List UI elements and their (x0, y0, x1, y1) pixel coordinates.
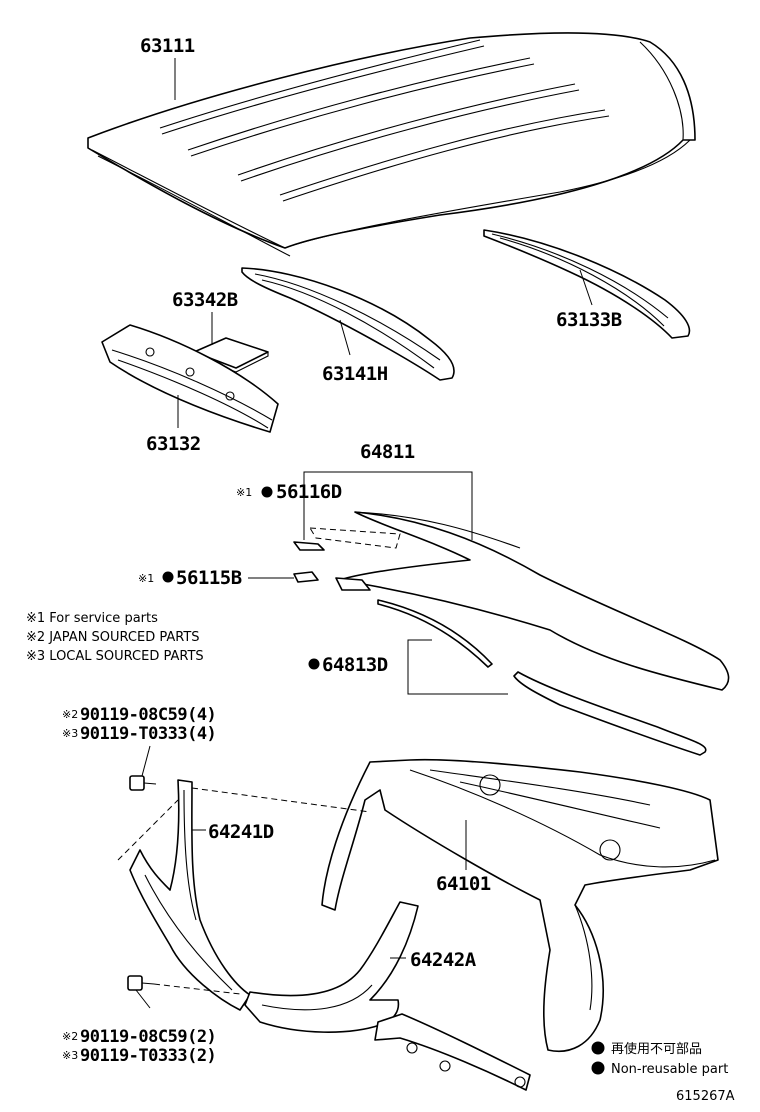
back-window-glass (339, 511, 730, 691)
alignment-lines (117, 527, 401, 995)
ref-mark-3b: ※3 (62, 1049, 78, 1062)
label-63111: 63111 (140, 35, 195, 57)
side-gusset (129, 779, 251, 1011)
lower-gusset (244, 901, 419, 1033)
lower-brace (374, 1013, 531, 1091)
figure-id: 615267A (676, 1089, 735, 1104)
leader-lines (135, 58, 593, 1009)
fastener-lower-japan: 90119-08C59(2) (80, 1027, 216, 1047)
note-japan-sourced: ※2 JAPAN SOURCED PARTS (26, 630, 200, 645)
bolt-upper (129, 775, 157, 791)
label-56116d: 56116D (276, 481, 342, 503)
note-service-parts: ※1 For service parts (26, 611, 158, 626)
rear-roof-rail (483, 229, 691, 339)
legend-english: Non-reusable part (611, 1062, 728, 1077)
label-64101: 64101 (436, 873, 491, 895)
ref-mark-1b: ※1 (138, 572, 154, 585)
label-64813d: 64813D (322, 654, 388, 676)
non-reusable-dot-icon (162, 571, 174, 583)
fastener-upper-japan: 90119-08C59(4) (80, 705, 216, 725)
glass-dam (377, 599, 707, 756)
fastener-upper-local: 90119-T0333(4) (80, 724, 216, 744)
legend-dot-icon (591, 1041, 605, 1055)
roof-panel (87, 32, 696, 257)
clip-56116d (293, 541, 325, 551)
ref-mark-3a: ※3 (62, 727, 78, 740)
fastener-lower-local: 90119-T0333(2) (80, 1046, 216, 1066)
non-reusable-dot-icon (261, 486, 273, 498)
non-reusable-dot-icon (308, 658, 320, 670)
label-56115b: 56115B (176, 567, 242, 589)
glass-spacer (335, 577, 371, 591)
clip-56115b (293, 571, 319, 583)
label-63133b: 63133B (556, 309, 622, 331)
ref-mark-2a: ※2 (62, 708, 78, 721)
roof-bow (241, 267, 455, 381)
note-local-sourced: ※3 LOCAL SOURCED PARTS (26, 649, 204, 664)
bolt-lower (127, 975, 155, 991)
label-63342b: 63342B (172, 289, 238, 311)
label-64241d: 64241D (208, 821, 274, 843)
back-panel (321, 758, 719, 1052)
label-63132: 63132 (146, 433, 201, 455)
label-64242a: 64242A (410, 949, 477, 971)
label-64811: 64811 (360, 441, 415, 463)
ref-mark-2b: ※2 (62, 1030, 78, 1043)
legend-dot-icon (591, 1061, 605, 1075)
ref-mark-1a: ※1 (236, 486, 252, 499)
front-header (101, 324, 279, 433)
legend-japanese: 再使用不可部品 (611, 1041, 702, 1057)
label-63141h: 63141H (322, 363, 388, 385)
